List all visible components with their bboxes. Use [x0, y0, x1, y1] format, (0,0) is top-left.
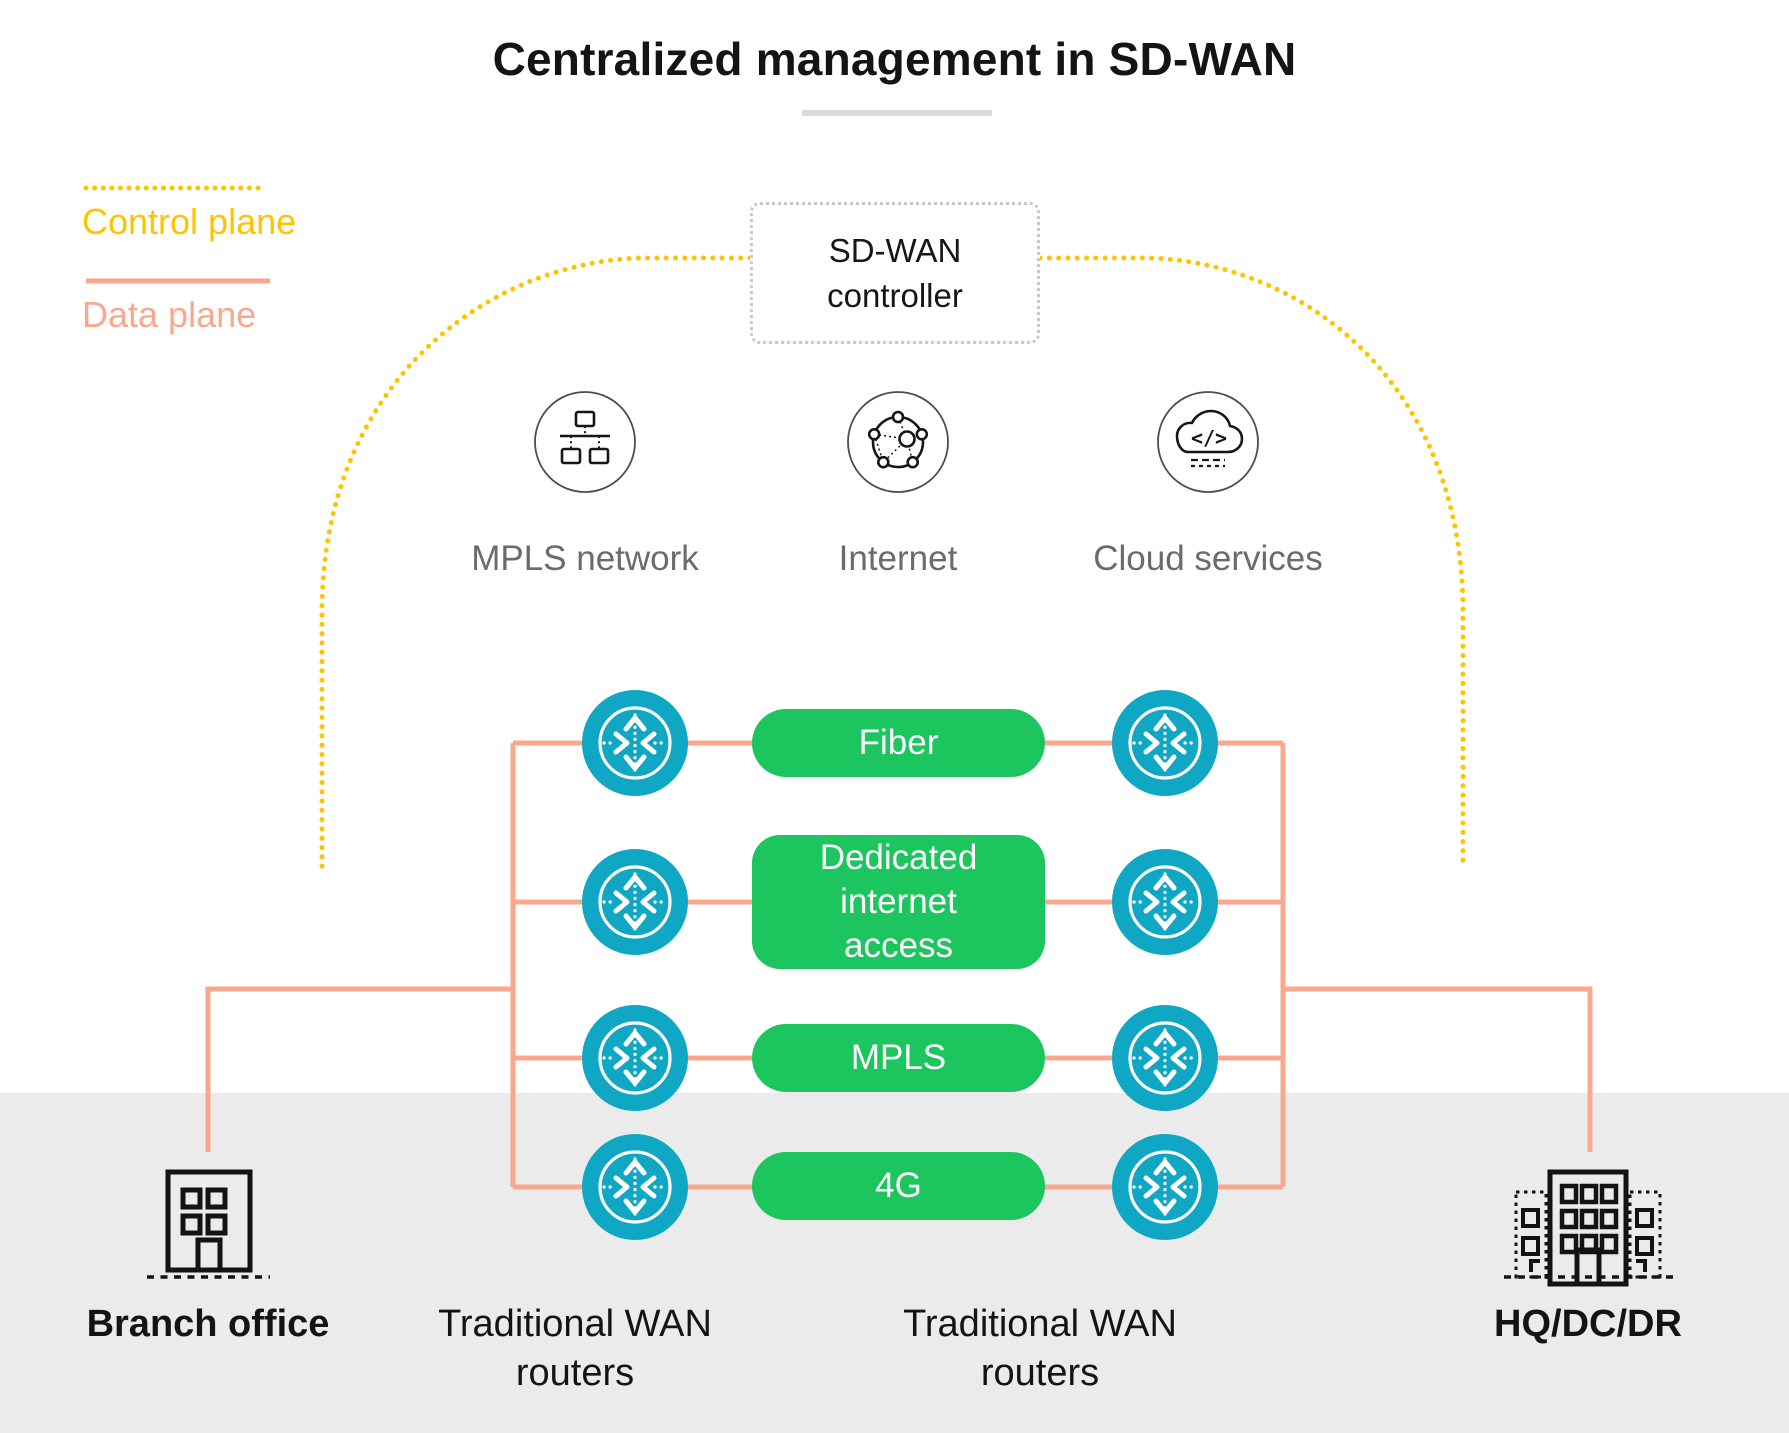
legend-data-plane-label: Data plane — [82, 294, 257, 335]
mpls-network-icon — [534, 391, 636, 493]
link-pill-4g: 4G — [752, 1152, 1045, 1220]
wan-router-icon — [582, 1134, 688, 1240]
hq-connector — [1283, 986, 1593, 1152]
cloud-services-label: Cloud services — [1093, 539, 1323, 578]
branch-office-label: Branch office — [86, 1303, 330, 1345]
link-pill-4g-label: 4G — [875, 1166, 922, 1205]
link-pill-dia-label: Dedicated internet access — [819, 838, 978, 965]
sd-wan-controller-box: SD-WAN controller — [750, 202, 1040, 344]
wan-router-icon — [1112, 849, 1218, 955]
internet-label: Internet — [838, 539, 958, 578]
page-title: Centralized management in SD-WAN — [492, 33, 1297, 85]
wan-router-icon — [582, 849, 688, 955]
wan-router-icon — [1112, 1134, 1218, 1240]
link-pill-dedicated-internet-access: Dedicated internet access — [752, 835, 1045, 969]
cloud-code-icon: </> — [1157, 391, 1259, 493]
wan-router-icon — [1112, 690, 1218, 796]
ground-band — [0, 1093, 1789, 1433]
link-pill-fiber: Fiber — [752, 709, 1045, 777]
title-underline — [802, 110, 992, 116]
branch-office-connector — [205, 986, 513, 1152]
wan-router-icon — [582, 1005, 688, 1111]
svg-text:</>: </> — [1191, 426, 1227, 450]
wan-router-icon — [1112, 1005, 1218, 1111]
link-pill-mpls-label: MPLS — [850, 1038, 947, 1077]
hq-dc-dr-building-icon — [1504, 1169, 1674, 1287]
control-plane-lines — [319, 255, 1466, 871]
control-plane-curve-left — [319, 255, 753, 871]
legend-control-plane-label: Control plane — [82, 201, 297, 242]
internet-globe-icon — [847, 391, 949, 493]
traditional-wan-routers-label-left: Traditional WAN routers — [438, 1303, 712, 1394]
link-pill-mpls: MPLS — [752, 1024, 1045, 1092]
traditional-wan-routers-label-right: Traditional WAN routers — [903, 1303, 1177, 1394]
branch-office-building-icon — [147, 1169, 270, 1279]
link-pill-fiber-label: Fiber — [858, 723, 939, 762]
hq-dc-dr-label: HQ/DC/DR — [1494, 1303, 1682, 1345]
sd-wan-controller-label: SD-WAN controller — [827, 232, 963, 314]
wan-router-icon — [582, 690, 688, 796]
mpls-network-label: MPLS network — [471, 539, 699, 578]
